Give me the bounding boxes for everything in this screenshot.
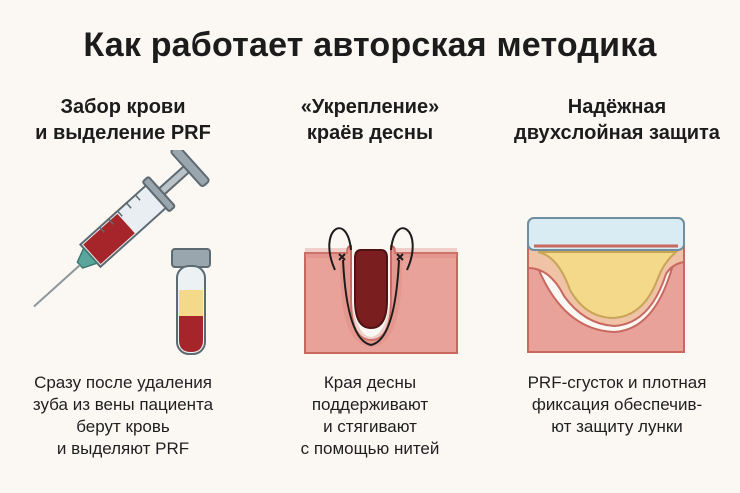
step-title: Надёжная двухслойная защита [514, 96, 720, 144]
sutured-gum-icon [304, 227, 458, 354]
step-gum-suture: «Укрепление» краёв десны Края десны подд… [247, 0, 493, 493]
step-description: Сразу после удаления зуба из вены пациен… [32, 373, 214, 458]
step-title: Забор крови и выделение PRF [35, 96, 211, 144]
page-title: Как работает авторская методика [83, 26, 657, 64]
step-title: «Укрепление» краёв десны [300, 96, 440, 144]
two-layer-protection-icon [527, 217, 685, 353]
step-description: Края десны поддерживают и стягивают с по… [300, 373, 440, 458]
test-tube-icon [171, 248, 211, 355]
step-double-protection: Надёжная двухслойная защита PRF-сгусток … [494, 0, 740, 493]
syringe-icon [33, 150, 210, 308]
syringe-tube-icon [33, 150, 211, 355]
step-description: PRF-сгусток и плотная фиксация обеспечив… [527, 373, 707, 436]
step-blood-draw: Забор крови и выделение PRF Сразу посл [0, 0, 246, 493]
